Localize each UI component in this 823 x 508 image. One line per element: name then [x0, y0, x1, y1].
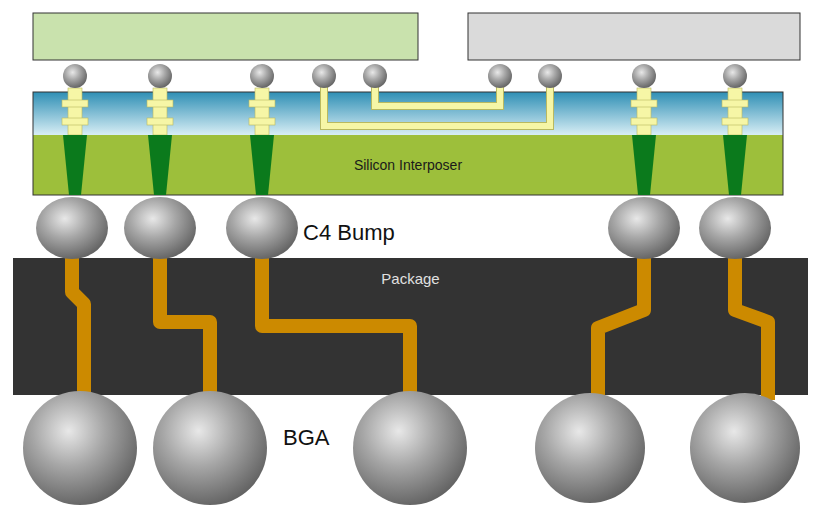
- die-to-die-wire: [324, 86, 550, 126]
- node-label: Package: [381, 270, 439, 287]
- die: [33, 13, 418, 60]
- die: [468, 13, 800, 60]
- node-label: Silicon Interposer: [354, 157, 462, 173]
- interposer-body: [33, 135, 783, 195]
- c4-bump-label: C4 Bump: [303, 220, 395, 246]
- c4-bump: [36, 197, 771, 259]
- package-trace: [72, 250, 768, 400]
- bga-ball: [23, 391, 800, 505]
- interposer-band: Silicon Interposer: [33, 135, 783, 195]
- package-band: Package: [13, 258, 808, 395]
- micro-bump: [63, 64, 747, 88]
- tsv: [63, 135, 747, 195]
- bga-label: BGA: [283, 425, 329, 451]
